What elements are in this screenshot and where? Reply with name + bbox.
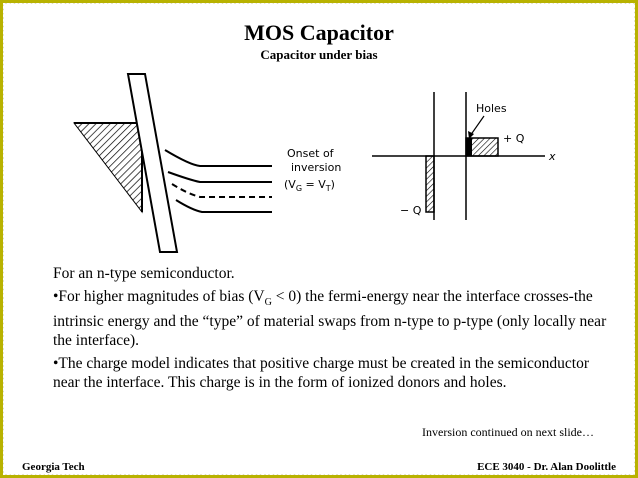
intrinsic-level-dashed [171,183,272,198]
metal-fermi-hatch [72,122,143,214]
slide-title: MOS Capacitor [244,20,394,45]
continued-note: Inversion continued on next slide… [422,425,594,439]
valence-band [175,199,272,213]
footer-institution: Georgia Tech [22,461,85,473]
bullet-inversion-part1: •For higher magnitudes of bias (V [53,288,265,305]
onset-vt-sub: T [325,184,331,193]
intro-line: For an n-type semiconductor. [53,265,235,282]
onset-eq: = V [302,178,326,191]
onset-label-line3: (VG = VT) [284,178,335,193]
minus-q-label: − Q [400,204,422,217]
bullet-charge-model: •The charge model indicates that positiv… [53,355,589,392]
oxide-barrier [126,73,179,253]
holes-pointer-arrow [469,115,485,137]
onset-label: Onset of inversion (VG = VT) [284,147,341,193]
bullet-inversion: •For higher magnitudes of bias (VG < 0) … [53,287,613,350]
slide-subtitle: Capacitor under bias [260,47,378,62]
bullet-inversion-sub: G [264,297,272,309]
holes-label: Holes [476,102,507,115]
onset-vg-prefix: (V [284,178,296,191]
onset-label-line2: inversion [291,161,341,174]
onset-label-line1: Onset of [287,147,335,160]
bullet-inversion-part2: < 0) the fermi-energy near the interface… [53,288,607,350]
holes-sheet-charge [466,138,472,156]
charge-diagram: Holes + Q x − Q [372,92,556,220]
negative-charge-block [425,155,435,213]
conduction-band [164,149,272,167]
slide-canvas [4,4,634,474]
x-axis-label: x [548,150,556,163]
band-diagram [72,73,272,253]
body-text: For an n-type semiconductor. •For higher… [53,264,613,396]
onset-close: ) [331,178,335,191]
onset-vg-sub: G [296,184,302,193]
fermi-level-line [167,171,272,183]
plus-q-label: + Q [503,132,525,145]
footer-course: ECE 3040 - Dr. Alan Doolittle [477,461,616,473]
holes-pointer-arrowhead [468,131,474,139]
